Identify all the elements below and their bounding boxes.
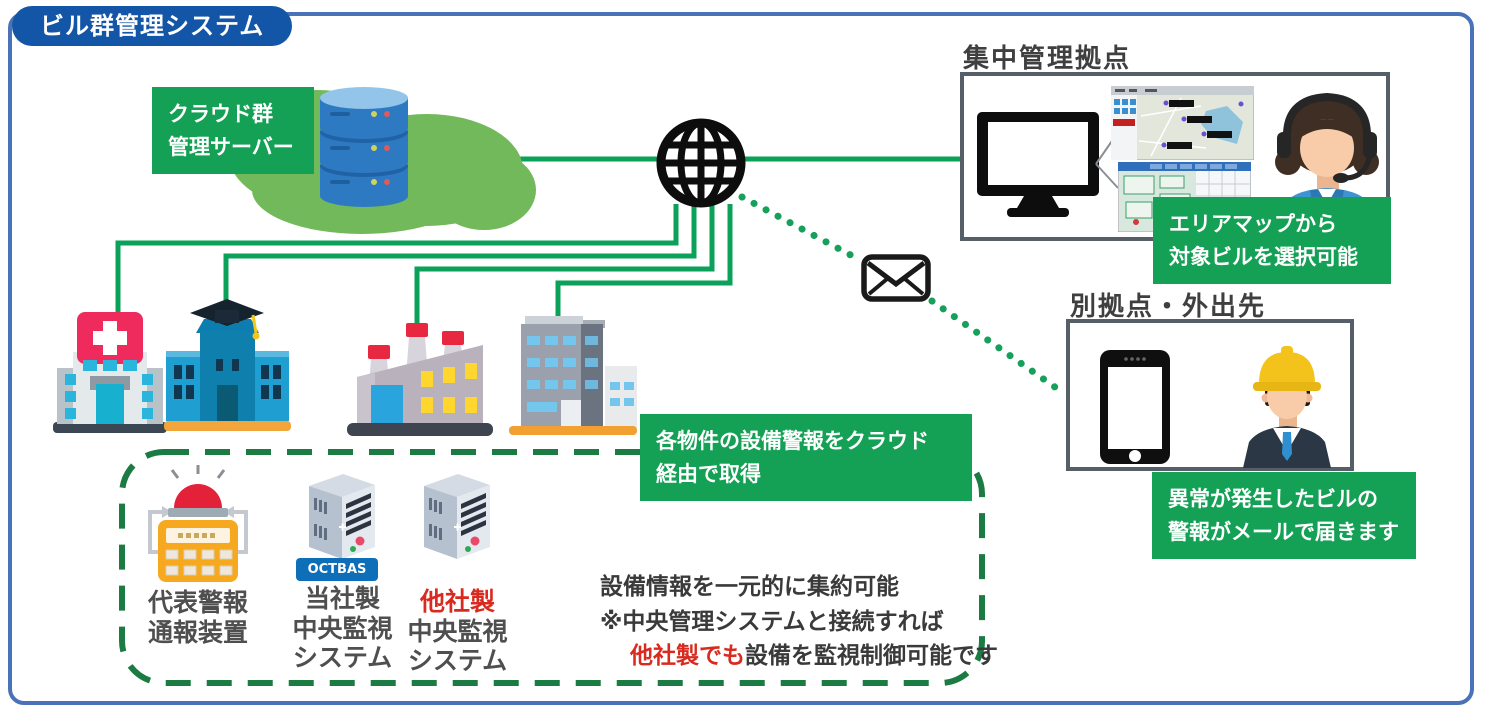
central-section-title: 集中管理拠点 bbox=[963, 44, 1132, 74]
area-map-line2: 対象ビルを選択可能 bbox=[1169, 244, 1358, 269]
mail-alert-callout: 異常が発生したビルの 警報がメールで届きます bbox=[1152, 472, 1416, 560]
school-building-icon bbox=[164, 299, 291, 431]
alarm-beacon-keypad-icon bbox=[148, 465, 248, 582]
worker-with-helmet-icon bbox=[1243, 346, 1331, 468]
hospital-building-icon bbox=[53, 312, 167, 433]
alarm-device-label: 代表警報 通報装置 bbox=[128, 588, 268, 647]
other-system-label: 他社製 中央監視 システム bbox=[395, 587, 520, 676]
server-tower-icon bbox=[424, 474, 490, 559]
desktop-monitor-icon bbox=[977, 112, 1099, 217]
octbas-badge: OCTBAS bbox=[296, 558, 378, 581]
remote-section-title: 別拠点・外出先 bbox=[1070, 292, 1267, 322]
cloud-server-line2: 管理サーバー bbox=[168, 134, 294, 159]
note-text: 設備情報を一元的に集約可能 ※中央管理システムと接続すれば 他社製でも設備を監視… bbox=[600, 570, 998, 674]
area-map-screenshot bbox=[1111, 86, 1254, 160]
area-map-callout: エリアマップから 対象ビルを選択可能 bbox=[1153, 197, 1391, 285]
factory-building-icon bbox=[347, 323, 493, 436]
note-line2: ※中央管理システムと接続すれば bbox=[600, 608, 944, 635]
globe-icon bbox=[656, 118, 746, 208]
other-system-line2: 中央監視 bbox=[407, 616, 508, 646]
page-title: ビル群管理システム bbox=[12, 6, 293, 46]
own-system-line3: システム bbox=[292, 643, 393, 672]
cloud-database-icon bbox=[320, 87, 408, 207]
acquire-line2: 経由で取得 bbox=[656, 461, 761, 486]
own-system-line1: 当社製 bbox=[304, 584, 380, 613]
note-line1: 設備情報を一元的に集約可能 bbox=[600, 574, 899, 600]
cloud-server-callout: クラウド群 管理サーバー bbox=[152, 87, 314, 175]
mail-icon bbox=[861, 254, 931, 302]
note-line3-red: 他社製でも bbox=[630, 643, 745, 669]
alarm-label-line1: 代表警報 bbox=[147, 588, 248, 617]
own-system-line2: 中央監視 bbox=[292, 613, 393, 643]
other-system-line3: システム bbox=[407, 646, 508, 675]
alarm-label-line2: 通報装置 bbox=[147, 617, 248, 647]
own-system-label: 当社製 中央監視 システム bbox=[280, 584, 405, 673]
outer-frame bbox=[8, 12, 1474, 705]
mail-alert-line1: 異常が発生したビルの bbox=[1168, 487, 1378, 511]
acquire-callout: 各物件の設備警報をクラウド 経由で取得 bbox=[640, 414, 972, 502]
smartphone-icon bbox=[1100, 350, 1170, 464]
acquire-line1: 各物件の設備警報をクラウド bbox=[656, 429, 929, 453]
server-tower-icon bbox=[309, 474, 375, 559]
cloud-server-line1: クラウド群 bbox=[168, 102, 273, 126]
note-line3-rest: 設備を監視制御可能です bbox=[745, 643, 998, 669]
area-map-line1: エリアマップから bbox=[1169, 212, 1337, 236]
mail-alert-line2: 警報がメールで届きます bbox=[1168, 519, 1399, 544]
other-system-line1: 他社製 bbox=[419, 587, 495, 616]
office-building-icon bbox=[509, 316, 637, 435]
